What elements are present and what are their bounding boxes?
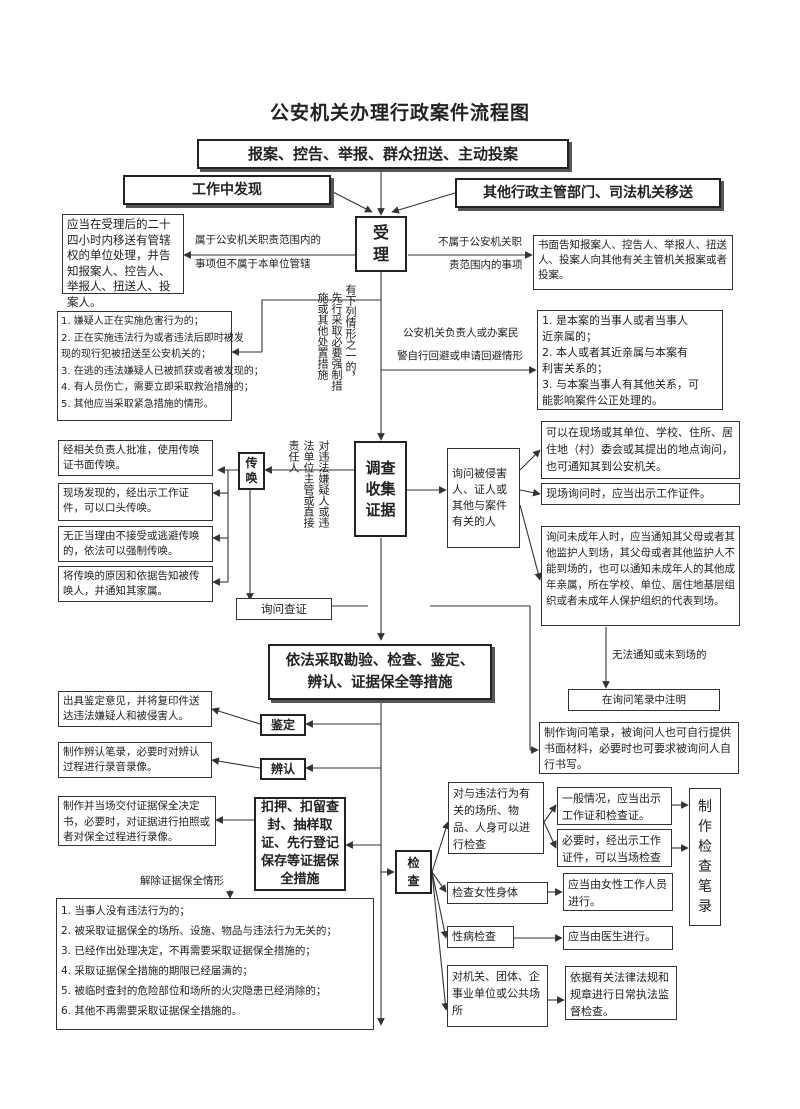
inspect-female-note: 应当由女性工作人员进行。 [563, 873, 673, 911]
emergency-item: 3. 在逃的违法嫌疑人已被抓获或者被发现的； [61, 365, 264, 377]
identify-box: 辨认 [260, 758, 306, 780]
preserve-note: 制作并当场交付证据保全决定书，必要时，对证据进行拍照或者对保全过程进行录像。 [58, 796, 216, 846]
release-item: 5. 被临时查封的危险部位和场所的火灾隐患已经消除的； [61, 985, 327, 997]
accept-right-edge-1: 不属于公安机关职 [438, 236, 522, 248]
accept-label: 受理 [372, 223, 389, 264]
inspect-record-box: 制作检查笔录 [689, 788, 721, 926]
ask-verify-label: 询问查证 [261, 601, 307, 616]
identify-label: 辨认 [270, 761, 295, 776]
emergency-item: 1. 嫌疑人正在实施危害行为的； [61, 316, 204, 327]
avoid-item: 1. 是本案的当事人或者当事人 [542, 314, 688, 327]
summon-label: 传唤 [245, 456, 258, 485]
summon-vertical-text: 对违法嫌疑人或违法单位主管或直接责任人 [287, 440, 330, 528]
ask-note-location: 可以在现场或其单位、学校、住所、居住地（村）委会或其提出的地点询问，也可通知其到… [541, 421, 740, 479]
ask-victim-box: 询问被侵害人、证人或其他与案件有关的人 [447, 448, 520, 548]
inspect-general-box: 一般情况，应当出示工作证和检查证。 [557, 787, 672, 825]
avoid-list: 1. 是本案的当事人或者当事人 近亲属的； 2. 本人或者其近亲属与本案有 利害… [537, 310, 723, 410]
inspect-box: 检查 [395, 850, 432, 894]
appraisal-label: 鉴定 [270, 717, 295, 732]
inspect-female-box: 检查女性身体 [447, 882, 548, 904]
emergency-vertical-a: 有下列情形之一的， [344, 284, 357, 383]
appraisal-box: 鉴定 [260, 714, 306, 736]
avoid-item: 3. 与本案当事人有其他关系，可 [542, 378, 699, 391]
release-item: 4. 采取证据保全措施的期限已经届满的； [61, 965, 253, 977]
preserve-label: 扣押、扣留查封、抽样取证、先行登记保存等证据保全措施 [260, 800, 339, 887]
inspect-record-label: 制作检查笔录 [698, 799, 712, 915]
accept-left-note: 应当在受理后的二十四小时内移送有管辖权的单位处理，并告知报案人、控告人、举报人、… [62, 214, 184, 309]
inspect-org-box: 对机关、团体、企事业单位或公共场所 [447, 965, 548, 1027]
accept-left-edge-1: 属于公安机关职责范围内的 [195, 234, 321, 246]
accept-right-edge-2: 责范围内的事项 [449, 259, 523, 271]
avoid-item: 近亲属的； [542, 330, 597, 343]
release-item: 3. 已经作出处理决定，不再需要采取证据保全措施的； [61, 945, 316, 957]
investigate-label: 调查收集证据 [365, 458, 396, 519]
appraisal-note: 出具鉴定意见，并将复印件送达违法嫌疑人和被侵害人。 [58, 691, 212, 727]
avoid-item: 能影响案件公正处理的。 [542, 394, 663, 407]
measures-box: 依法采取勘验、检查、鉴定、辨认、证据保全等措施 [268, 644, 492, 700]
emergency-vertical-c: 施或其他处置措施 [316, 292, 329, 380]
ask-verify-box: 询问查证 [236, 598, 332, 620]
ask-note-minor: 询问未成年人时，应当通知其父母或者其他监护人到场，其父母或者其他监护人不能到场的… [541, 526, 740, 626]
identify-note: 制作辨认笔录，必要时对辨认过程进行录音录像。 [58, 742, 212, 778]
self-write-box: 制作询问笔录，被询问人也可自行提供书面材料，必要时也可要求被询问人自行书写。 [539, 722, 739, 774]
emergency-item: 2. 正在实施违法行为或者违法后即时被发 [61, 332, 244, 344]
emergency-item: 现的现行犯被扭送至公安机关的； [61, 349, 211, 360]
ask-note-onsite: 现场询问时，应当出示工作证件。 [541, 483, 740, 505]
summon-note-3: 无正当理由不接受或逃避传唤的，依法可以强制传唤。 [58, 526, 213, 562]
summon-note-1: 经相关负责人批准，使用传唤证书面传唤。 [58, 440, 213, 476]
release-label: 解除证据保全情形 [140, 875, 224, 887]
avoid-edge-1: 公安机关负责人或办案民 [403, 327, 519, 339]
source-main-box: 报案、控告、举报、群众扭送、主动投案 [197, 139, 569, 169]
measures-label: 依法采取勘验、检查、鉴定、辨认、证据保全等措施 [285, 653, 475, 691]
source-right-box: 其他行政主管部门、司法机关移送 [455, 178, 721, 208]
inspect-org-note: 依据有关法律法规和规章进行日常执法监督检查。 [565, 966, 677, 1020]
emergency-item: 4. 有人员伤亡，需要立即采取救治措施的； [61, 382, 254, 393]
investigate-box: 调查收集证据 [354, 441, 407, 537]
emergency-vertical-b: 先行采取必要强制措 [330, 292, 343, 391]
inspect-necessary-box: 必要时，经出示工作证件，可以当场检查 [557, 829, 672, 867]
avoid-edge-2: 警自行回避或申请回避情形 [397, 350, 523, 362]
accept-right-note: 书面告知报案人、控告人、举报人、扭送人、投案人向其他有关主管机关报案或者投案。 [533, 235, 733, 290]
inspect-disease-note: 应当由医生进行。 [563, 926, 673, 950]
emergency-list: 1. 嫌疑人正在实施危害行为的； 2. 正在实施违法行为或者违法后即时被发 现的… [57, 311, 264, 421]
summon-note-4: 将传唤的原因和依据告知被传唤人，并通知其家属。 [58, 566, 213, 602]
accept-box: 受理 [355, 216, 407, 272]
preserve-box: 扣押、扣留查封、抽样取证、先行登记保存等证据保全措施 [254, 797, 346, 891]
release-item: 1. 当事人没有违法行为的； [61, 905, 190, 917]
source-left-box: 工作中发现 [123, 175, 331, 205]
inspect-disease-box: 性病检查 [447, 926, 514, 948]
page-title: 公安机关办理行政案件流程图 [269, 102, 530, 124]
summon-box: 传唤 [238, 452, 265, 490]
accept-left-edge-2: 事项但不属于本单位管辖 [195, 258, 311, 270]
release-item: 6. 其他不再需要采取证据保全措施的。 [61, 1005, 243, 1017]
avoid-item: 2. 本人或者其近亲属与本案有 [542, 346, 688, 359]
source-main-label: 报案、控告、举报、群众扭送、主动投案 [247, 144, 518, 163]
source-right-label: 其他行政主管部门、司法机关移送 [483, 184, 693, 201]
summon-note-2: 现场发现的，经出示工作证件，可以口头传唤。 [58, 483, 213, 521]
source-left-label: 工作中发现 [192, 181, 262, 198]
emergency-item: 5. 其他应当采取紧急措施的情形。 [61, 398, 214, 410]
absent-label: 无法通知或未到场的 [612, 649, 707, 661]
inspect-label: 检查 [407, 856, 420, 888]
release-item: 2. 被采取证据保全的场所、设施、物品与违法行为无关的； [61, 925, 337, 937]
avoid-item: 利害关系的； [542, 362, 608, 375]
inspect-place-box: 对与违法行为有关的场所、物品、人身可以进行检查 [448, 782, 544, 854]
release-list: 1. 当事人没有违法行为的； 2. 被采取证据保全的场所、设施、物品与违法行为无… [56, 898, 374, 1030]
record-note-box: 在询问笔录中注明 [568, 689, 720, 711]
